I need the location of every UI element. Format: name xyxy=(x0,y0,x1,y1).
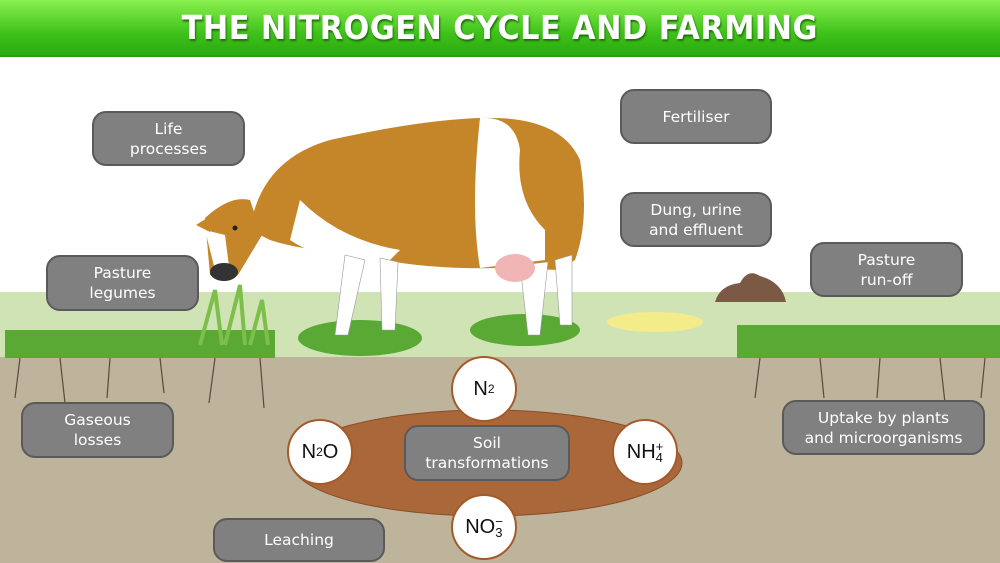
label-line: Soil xyxy=(473,434,501,452)
label-line: Fertiliser xyxy=(662,107,730,126)
chem-subscript: 3 xyxy=(495,525,503,540)
dung-pile xyxy=(715,273,786,302)
chem-subscript: 2 xyxy=(316,445,323,459)
label-uptake: Uptake by plants and microorganisms xyxy=(782,400,985,455)
label-line: legumes xyxy=(89,284,156,302)
roots xyxy=(14,357,986,409)
chem-subscript: 4 xyxy=(655,450,663,465)
label-line: Pasture xyxy=(857,250,916,269)
grass-patch xyxy=(470,314,580,346)
title-banner: THE NITROGEN CYCLE AND FARMING xyxy=(0,0,1000,57)
label-line: Gaseous xyxy=(64,411,131,429)
grass-left xyxy=(5,284,275,358)
label-line: Dung, urine xyxy=(650,200,742,219)
label-line: Life xyxy=(154,119,183,138)
chem-base: NO xyxy=(465,515,496,538)
grass-patch xyxy=(298,320,422,356)
label-line: processes xyxy=(129,139,208,158)
chem-nh4: NH+4 xyxy=(612,419,678,485)
label-line: and effluent xyxy=(649,220,743,239)
urine-puddle xyxy=(607,312,703,332)
chem-subscript: 2 xyxy=(487,382,495,396)
grass-right xyxy=(737,325,1000,358)
chem-tail: O xyxy=(322,440,339,463)
chem-superscript: − xyxy=(495,514,503,529)
label-soil-transformations: Soil transformations xyxy=(404,425,570,481)
chem-no3: NO−3 xyxy=(451,494,517,560)
label-line: Uptake by plants xyxy=(817,408,950,427)
label-leaching: Leaching xyxy=(213,518,385,562)
chem-base: N xyxy=(301,440,317,463)
label-line: Pasture xyxy=(93,264,152,282)
label-life-processes: Life processes xyxy=(92,111,245,166)
chem-base: N xyxy=(473,377,488,400)
chem-base: NH xyxy=(626,440,656,463)
page-title: THE NITROGEN CYCLE AND FARMING xyxy=(181,8,819,47)
label-line: losses xyxy=(73,431,122,449)
label-gaseous-losses: Gaseous losses xyxy=(21,402,174,458)
label-line: run-off xyxy=(860,270,913,289)
label-dung-urine-effluent: Dung, urine and effluent xyxy=(620,192,772,247)
chem-superscript: + xyxy=(655,439,664,454)
label-line: Leaching xyxy=(264,531,334,549)
label-pasture-runoff: Pasture run-off xyxy=(810,242,963,297)
label-line: transformations xyxy=(425,454,549,472)
label-line: and microorganisms xyxy=(804,428,963,447)
label-fertiliser: Fertiliser xyxy=(620,89,772,144)
cow-illustration xyxy=(196,117,584,336)
label-pasture-legumes: Pasture legumes xyxy=(46,255,199,311)
